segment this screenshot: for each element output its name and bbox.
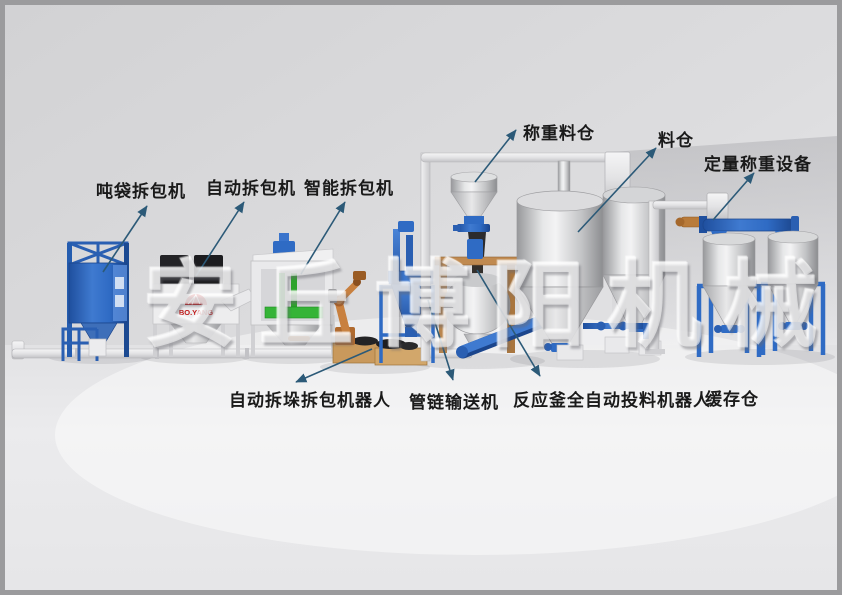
arrow-quantitative-weighing [712, 172, 755, 221]
label-tube-chain-conveyor: 管链输送机 [409, 393, 499, 412]
label-buffer-silo: 缓存仓 [705, 390, 759, 409]
ton-bag-unpacker-machine [61, 241, 129, 361]
equipment-scene: BO.YANG [5, 5, 837, 590]
label-quantitative-weighing: 定量称重设备 [704, 155, 812, 174]
buffer-silos [696, 230, 826, 357]
arrow-smart-unpacker [300, 201, 346, 275]
arrow-reactor-feeding-robot [476, 269, 541, 377]
arrow-depalletizing-robot [295, 348, 373, 383]
arrow-silo [577, 147, 657, 233]
tower-step-frame [61, 327, 99, 361]
label-ton-bag-unpacker: 吨袋拆包机 [96, 182, 186, 201]
label-reactor-feeding-robot: 反应釜全自动投料机器人 [513, 391, 711, 410]
label-auto-unpacker: 自动拆包机 [206, 179, 296, 198]
annotation-arrows [102, 129, 755, 383]
right-pipe-frame [645, 192, 729, 354]
boyang-logo-text: BO.YANG [179, 308, 213, 317]
arrow-tube-chain-conveyor [427, 299, 455, 381]
label-depalletizing-robot: 自动拆垛拆包机器人 [229, 391, 391, 410]
arrow-auto-unpacker [195, 201, 245, 277]
reactor-vessel [434, 239, 520, 353]
boyang-logo: BO.YANG [179, 293, 213, 317]
label-weighing-silo: 称重料仓 [523, 124, 595, 143]
arrow-ton-bag-unpacker [102, 205, 148, 273]
storage-silos [516, 186, 666, 361]
arrow-weighing-silo [474, 129, 517, 183]
smart-unpacker-machine [250, 233, 335, 357]
label-smart-unpacker: 智能拆包机 [304, 179, 394, 198]
auto-unpacker-machine: BO.YANG [152, 255, 256, 357]
depalletizing-robot [288, 271, 428, 366]
label-silo: 料仓 [658, 131, 694, 150]
